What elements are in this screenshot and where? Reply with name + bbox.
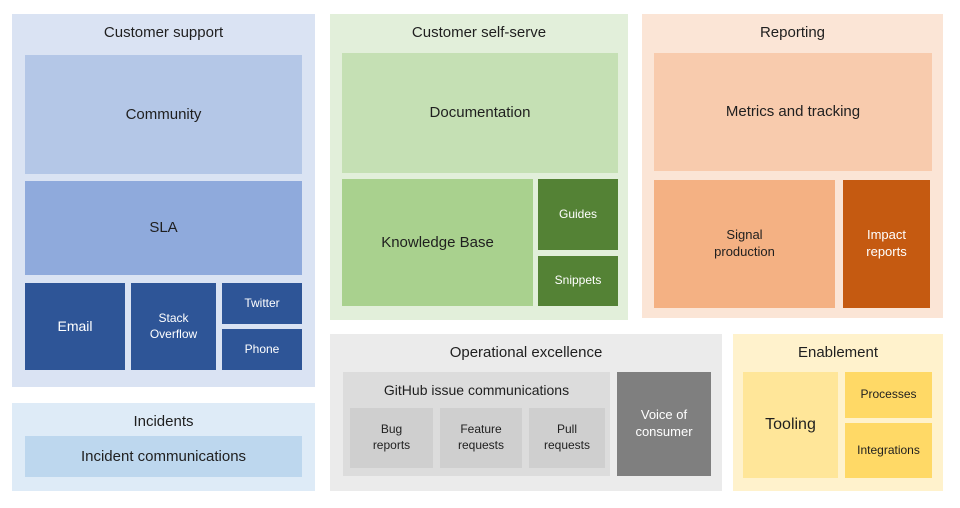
box-impact-reports: Impact reports — [843, 180, 930, 308]
box-stack-overflow: Stack Overflow — [131, 283, 216, 370]
section-operational-excellence: Operational excellence GitHub issue comm… — [330, 334, 722, 491]
section-reporting: Reporting Metrics and tracking Signal pr… — [642, 14, 943, 318]
box-tooling: Tooling — [743, 372, 838, 478]
section-customer-support: Customer support Community SLA Email Sta… — [12, 14, 315, 387]
box-email: Email — [25, 283, 125, 370]
box-pull-requests: Pull requests — [529, 408, 605, 468]
box-bug-reports: Bug reports — [350, 408, 433, 468]
section-title-incidents: Incidents — [133, 413, 194, 430]
section-title-customer-support: Customer support — [103, 24, 224, 41]
box-snippets: Snippets — [538, 256, 618, 306]
box-signal-production: Signal production — [654, 180, 835, 308]
box-metrics-and-tracking: Metrics and tracking — [654, 53, 932, 171]
github-issue-communications-label: GitHub issue communications — [383, 382, 570, 398]
box-documentation: Documentation — [342, 53, 618, 173]
section-enablement: Enablement Tooling Processes Integration… — [733, 334, 943, 491]
box-twitter: Twitter — [222, 283, 302, 324]
box-feature-requests: Feature requests — [440, 408, 522, 468]
section-title-reporting: Reporting — [759, 24, 826, 41]
section-incidents: Incidents Incident communications — [12, 403, 315, 491]
box-integrations: Integrations — [845, 423, 932, 478]
box-guides: Guides — [538, 179, 618, 250]
box-phone: Phone — [222, 329, 302, 370]
box-voice-of-consumer: Voice of consumer — [617, 372, 711, 476]
box-processes: Processes — [845, 372, 932, 418]
section-title-enablement: Enablement — [797, 344, 879, 361]
box-incident-communications: Incident communications — [25, 436, 302, 477]
section-title-operational-excellence: Operational excellence — [449, 344, 603, 361]
section-title-customer-self-serve: Customer self-serve — [411, 24, 547, 41]
section-customer-self-serve: Customer self-serve Documentation Knowle… — [330, 14, 628, 320]
box-community: Community — [25, 55, 302, 174]
box-github-issue-communications: GitHub issue communications Bug reports … — [343, 372, 610, 476]
box-knowledge-base: Knowledge Base — [342, 179, 533, 306]
box-sla: SLA — [25, 181, 302, 275]
